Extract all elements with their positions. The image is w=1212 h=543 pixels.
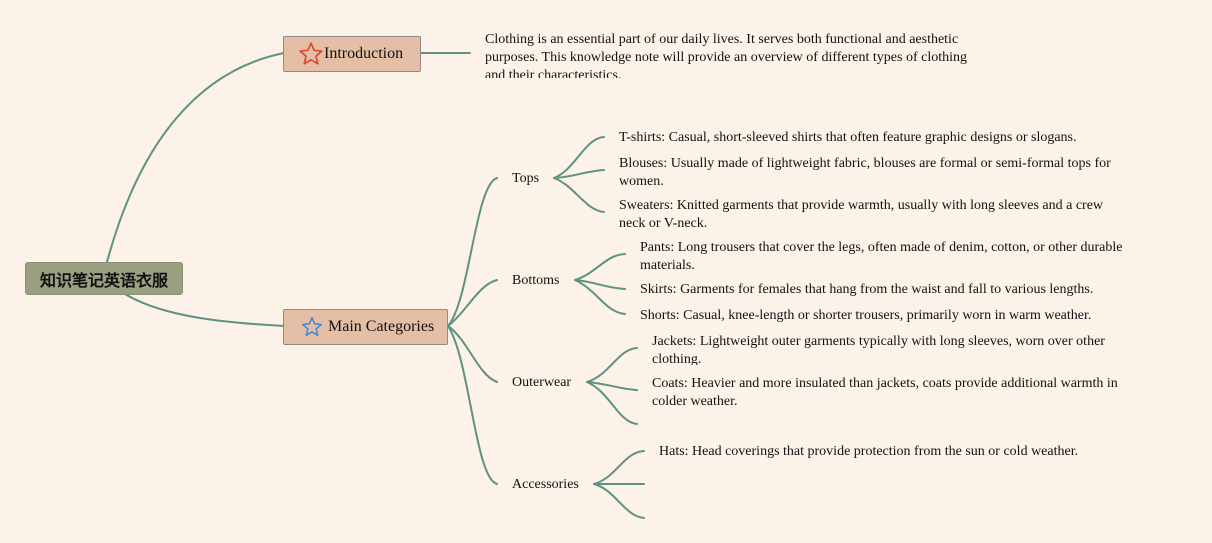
leaf-sweaters[interactable]: Sweaters: Knitted garments that provide … (619, 198, 1104, 231)
topic-main-categories[interactable]: Main Categories (283, 309, 448, 345)
subtopic-outerwear[interactable]: Outerwear (512, 375, 572, 390)
leaf-pants[interactable]: Pants: Long trousers that cover the legs… (640, 240, 1123, 273)
leaf-skirts[interactable]: Skirts: Garments for females that hang f… (640, 282, 1094, 297)
root-node[interactable]: 知识笔记英语衣服 (25, 262, 183, 295)
root-label: 知识笔记英语衣服 (39, 270, 168, 290)
leaf-shorts[interactable]: Shorts: Casual, knee-length or shorter t… (640, 308, 1092, 323)
leaf-hats[interactable]: Hats: Head coverings that provide protec… (659, 444, 1079, 459)
subtopic-bottoms[interactable]: Bottoms (512, 273, 560, 288)
topic-introduction-label: Introduction (324, 45, 404, 62)
topic-main-categories-label: Main Categories (328, 318, 435, 335)
subtopic-tops[interactable]: Tops (512, 171, 540, 186)
leaf-tshirts[interactable]: T-shirts: Casual, short-sleeved shirts t… (619, 130, 1077, 145)
leaf-coats[interactable]: Coats: Heavier and more insulated than j… (652, 376, 1118, 409)
star-outline-red-icon (299, 42, 323, 65)
introduction-note: Clothing is an essential part of our dai… (485, 32, 967, 78)
subtopic-accessories[interactable]: Accessories (512, 477, 579, 492)
star-outline-blue-icon (302, 317, 322, 336)
leaf-jackets[interactable]: Jackets: Lightweight outer garments typi… (652, 334, 1105, 365)
leaf-blouses[interactable]: Blouses: Usually made of lightweight fab… (619, 156, 1111, 189)
topic-introduction[interactable]: Introduction (283, 36, 421, 72)
